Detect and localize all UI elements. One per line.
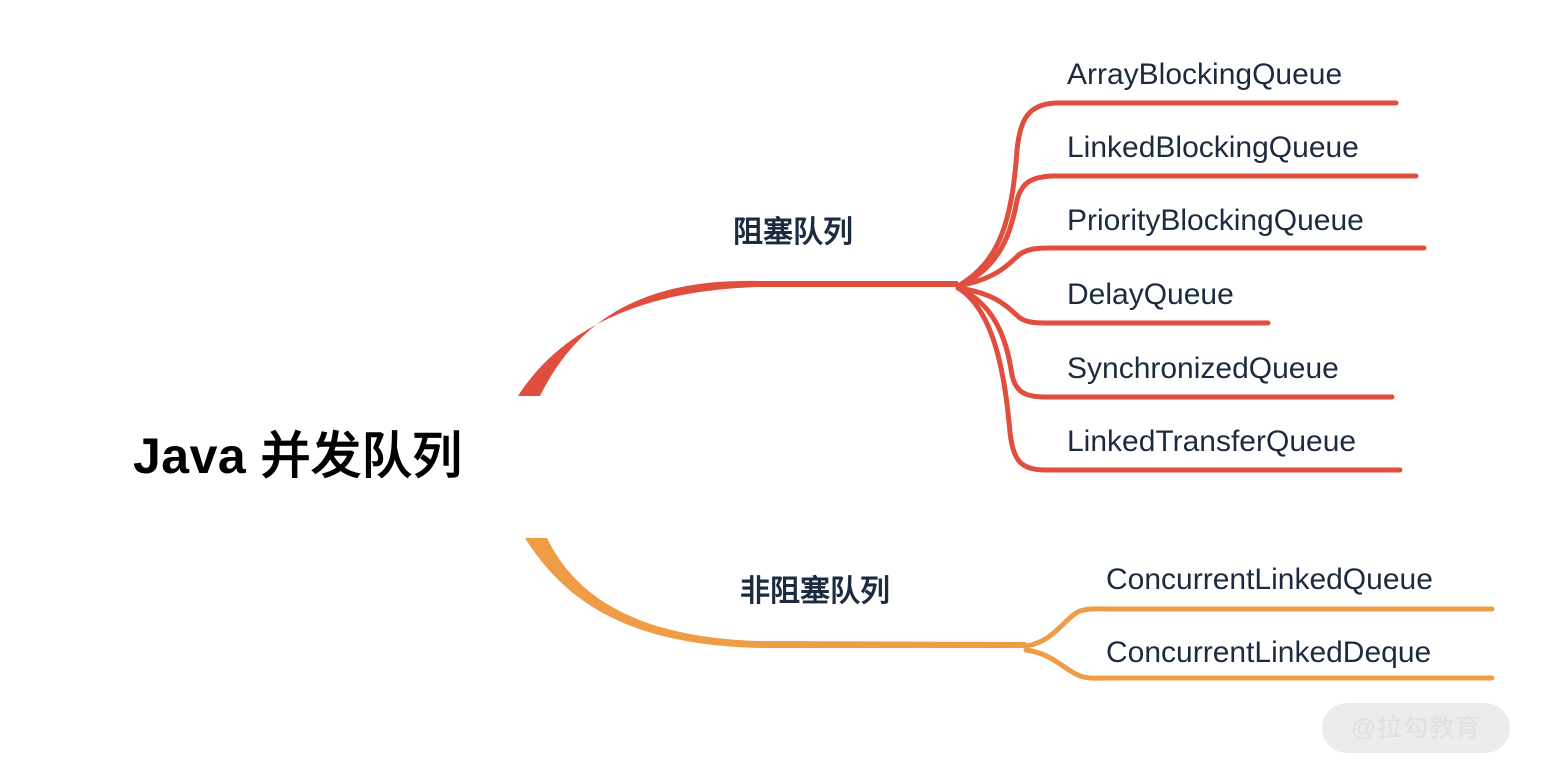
connector-synchronizedqueue <box>955 285 1395 400</box>
connector-concurrentlinkedqueue <box>1023 606 1495 649</box>
watermark-pill: @拉勾教育 <box>1322 703 1510 753</box>
leaf-delayqueue: DelayQueue <box>1067 278 1234 311</box>
branch-label-nonblocking: 非阻塞队列 <box>740 575 890 608</box>
branch-label-blocking: 阻塞队列 <box>733 216 853 249</box>
root-node-label: Java 并发队列 <box>133 428 463 484</box>
connector-delayqueue <box>955 285 1271 326</box>
leaf-priorityblockingqueue: PriorityBlockingQueue <box>1067 204 1364 237</box>
connector-linkedblockingqueue <box>955 173 1419 289</box>
watermark-label: @拉勾教育 <box>1350 714 1482 742</box>
trunk-blocking <box>518 280 958 396</box>
leaf-linkedtransferqueue: LinkedTransferQueue <box>1067 425 1357 458</box>
leaf-concurrentlinkeddeque: ConcurrentLinkedDeque <box>1106 636 1432 669</box>
leaf-synchronizedqueue: SynchronizedQueue <box>1067 352 1339 385</box>
connector-concurrentlinkeddeque <box>1023 647 1495 681</box>
leaf-concurrentlinkedqueue: ConcurrentLinkedQueue <box>1106 563 1433 596</box>
connector-linkedtransferqueue <box>955 285 1403 473</box>
leaf-arrayblockingqueue: ArrayBlockingQueue <box>1067 58 1343 91</box>
leaf-linkedblockingqueue: LinkedBlockingQueue <box>1067 131 1359 164</box>
connector-arrayblockingqueue <box>955 100 1399 289</box>
connector-priorityblockingqueue <box>955 245 1427 289</box>
